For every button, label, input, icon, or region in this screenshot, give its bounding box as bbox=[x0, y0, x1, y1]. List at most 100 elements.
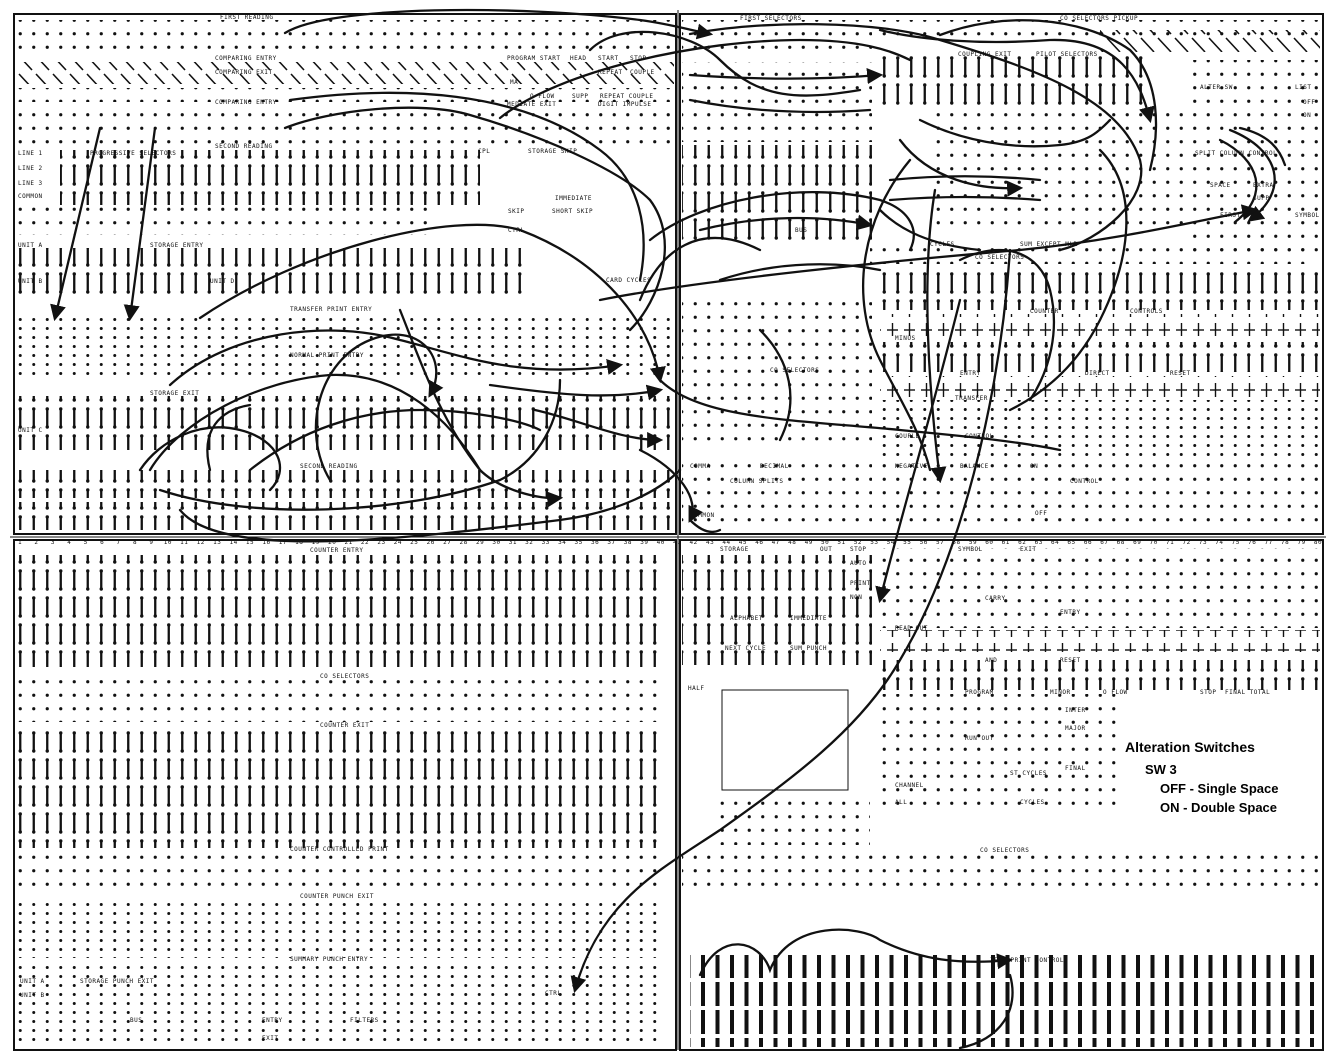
label-unit-c: UNIT C bbox=[18, 427, 43, 434]
column-number: 44 bbox=[722, 539, 730, 546]
column-number: 28 bbox=[459, 539, 467, 546]
label-bus-top: BUS bbox=[795, 227, 807, 234]
wire-line-1 bbox=[50, 126, 102, 322]
column-number: 43 bbox=[706, 539, 714, 546]
wire-mid-loop bbox=[758, 328, 792, 442]
label-exit-br: EXIT bbox=[1020, 546, 1036, 553]
wire-transfer bbox=[198, 223, 666, 384]
column-number: 17 bbox=[279, 539, 287, 546]
label-cycles-br: CYCLES bbox=[1020, 799, 1045, 806]
label-normal-print-entry: NORMAL PRINT ENTRY bbox=[290, 352, 364, 359]
column-number: 63 bbox=[1035, 539, 1043, 546]
label-entry-br: ENTRY bbox=[1060, 609, 1081, 616]
wire-h3 bbox=[718, 263, 882, 282]
column-number: 46 bbox=[755, 539, 763, 546]
label-space: SPACE bbox=[1210, 182, 1231, 189]
wire-line-2 bbox=[123, 126, 157, 322]
column-number: 32 bbox=[525, 539, 533, 546]
label-exit-bl: EXIT bbox=[262, 1035, 278, 1042]
label-counter-controlled-print: COUNTER CONTROLLED PRINT bbox=[290, 846, 389, 853]
wire-short-2 bbox=[488, 383, 664, 401]
wire-card-cycles bbox=[638, 236, 762, 302]
label-off: OFF bbox=[1303, 99, 1315, 106]
label-mediate-exit: MEDIATE EXIT bbox=[507, 101, 556, 108]
label-transfer-print-entry: TRANSFER PRINT ENTRY bbox=[290, 306, 372, 313]
column-number: 18 bbox=[295, 539, 303, 546]
wire-second-reading bbox=[283, 106, 666, 332]
label-storage-punch-exit: STORAGE PUNCH EXIT bbox=[80, 978, 154, 985]
label-zero-print-control: ZERO PRINT CONTROL bbox=[990, 957, 1064, 964]
label-unit-d: UNIT D bbox=[210, 278, 235, 285]
column-number: 24 bbox=[394, 539, 402, 546]
column-number: 29 bbox=[476, 539, 484, 546]
label-unit-b: UNIT B bbox=[18, 278, 43, 285]
label-sum-punch: SUM PUNCH bbox=[790, 645, 827, 652]
label-counter-punch-exit: COUNTER PUNCH EXIT bbox=[300, 893, 374, 900]
label-control-right-2: CONTROL bbox=[1070, 478, 1099, 485]
wire-h6 bbox=[688, 68, 884, 85]
column-number: 22 bbox=[361, 539, 369, 546]
label-o-flow: O FLOW bbox=[530, 93, 555, 100]
label-extra: EXTRA bbox=[1253, 182, 1274, 189]
column-number: 13 bbox=[213, 539, 221, 546]
panel-frames bbox=[10, 10, 1326, 1051]
wire-v2 bbox=[926, 188, 947, 484]
label-ctrl-bl: CTRL bbox=[545, 990, 561, 997]
column-number: 73 bbox=[1199, 539, 1207, 546]
column-number: 52 bbox=[854, 539, 862, 546]
label-summary-punch-entry: SUMMARY PUNCH ENTRY bbox=[290, 956, 368, 963]
wire-alter bbox=[1228, 128, 1276, 222]
wire-first-reading bbox=[283, 8, 714, 40]
column-number: 58 bbox=[952, 539, 960, 546]
column-number: 21 bbox=[344, 539, 352, 546]
label-control-right: CONTROL bbox=[965, 433, 994, 440]
column-number: 7 bbox=[117, 539, 121, 546]
column-number: 8 bbox=[133, 539, 137, 546]
label-co-selectors-pickup: CO SELECTORS PICKUP bbox=[1060, 15, 1138, 22]
wire-pu bbox=[918, 118, 1112, 148]
top-left-hub-field bbox=[16, 20, 674, 530]
label-cpl: CPL bbox=[478, 148, 490, 155]
column-number: 15 bbox=[246, 539, 254, 546]
column-number: 11 bbox=[180, 539, 188, 546]
column-number: 26 bbox=[427, 539, 435, 546]
label-head: HEAD bbox=[570, 55, 586, 62]
label-balance: BALANCE bbox=[960, 463, 989, 470]
label-alter-sw: ALTER SW bbox=[1200, 84, 1233, 91]
label-print: PRINT bbox=[850, 580, 871, 587]
bottom-left-labels: COUNTER ENTRY CO SELECTORS COUNTER EXIT … bbox=[20, 547, 561, 1042]
wire-zero-print-2 bbox=[958, 973, 1014, 1050]
wire-short bbox=[533, 408, 664, 449]
label-unit-b-bl: UNIT B bbox=[20, 992, 45, 999]
column-number: 16 bbox=[262, 539, 270, 546]
column-number: 6 bbox=[100, 539, 104, 546]
label-carry: CARRY bbox=[985, 595, 1006, 602]
column-number: 25 bbox=[410, 539, 418, 546]
label-out: OUT bbox=[820, 546, 832, 553]
label-immediate: IMMEDIATE bbox=[555, 195, 592, 202]
column-number: 39 bbox=[640, 539, 648, 546]
wire-co-pickup bbox=[878, 28, 1155, 124]
top-left-labels: FIRST READING COMPARING ENTRY COMPARING … bbox=[18, 14, 372, 470]
label-short-skip: SHORT SKIP bbox=[552, 208, 593, 215]
label-stop-br2: STOP bbox=[1200, 689, 1216, 696]
wire-small-loop bbox=[138, 426, 282, 492]
label-alphabet: ALPHABET bbox=[730, 615, 763, 622]
label-digit-impulse: DIGIT IMPULSE bbox=[598, 101, 651, 108]
column-number: 55 bbox=[903, 539, 911, 546]
label-filters: FILTERS bbox=[350, 1017, 379, 1024]
label-immediate-br: IMMEDIATE bbox=[790, 615, 827, 622]
label-counter: COUNTER bbox=[1030, 308, 1059, 315]
column-number: 3 bbox=[51, 539, 55, 546]
label-storage-entry: STORAGE ENTRY bbox=[150, 242, 203, 249]
column-number: 20 bbox=[328, 539, 336, 546]
wire-v3 bbox=[958, 248, 1056, 402]
column-number: 72 bbox=[1182, 539, 1190, 546]
label-ctrl: CTRL bbox=[508, 227, 524, 234]
label-auto: AUTO bbox=[850, 560, 866, 567]
label-common: COMMON bbox=[18, 193, 43, 200]
column-number: 42 bbox=[689, 539, 697, 546]
label-on-right: ON bbox=[1030, 463, 1038, 470]
